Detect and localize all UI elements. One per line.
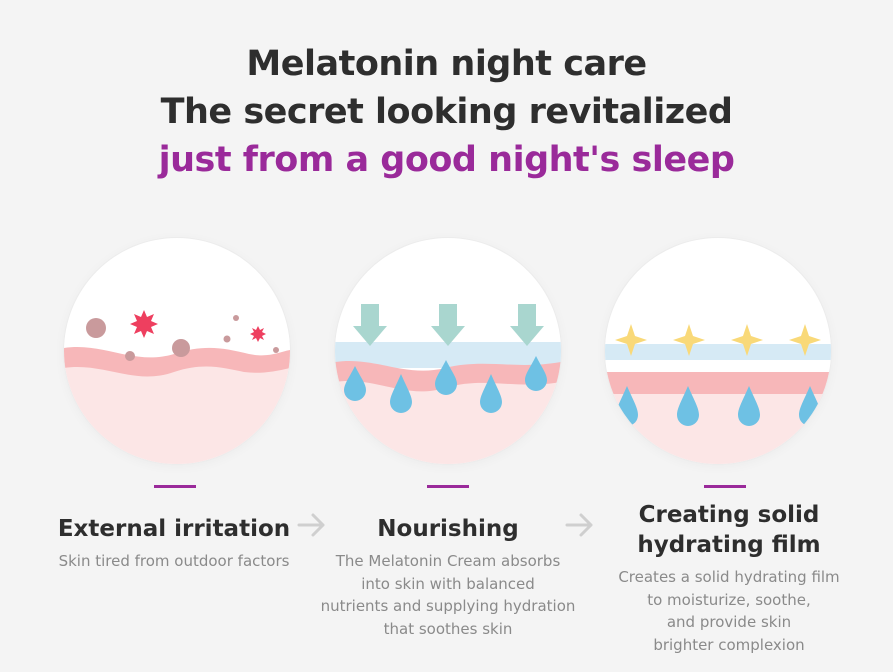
step-2-title: Nourishing <box>377 516 519 542</box>
water-drop-icon <box>738 386 760 426</box>
dust-particle <box>125 351 135 361</box>
step-3-title: Creating solid hydrating film <box>637 502 821 558</box>
hydrating-film <box>605 344 831 360</box>
sparkle-icon <box>615 324 647 356</box>
water-drop-icon <box>525 356 547 391</box>
irritant-burst-icon <box>250 326 266 342</box>
nourishing-skin-illustration <box>335 238 561 464</box>
sparkle-icon <box>673 324 705 356</box>
sparkle-icon <box>789 324 821 356</box>
right-arrow-icon <box>565 513 593 537</box>
absorb-arrow-icon <box>353 304 387 346</box>
headline-line-3: just from a good night's sleep <box>158 140 735 180</box>
water-drop-icon <box>390 374 412 413</box>
dust-particle <box>273 347 279 353</box>
dust-particle <box>223 335 231 343</box>
step-1-divider <box>154 485 196 488</box>
dust-particle <box>172 339 190 357</box>
water-drop-icon <box>677 386 699 426</box>
step-3-divider <box>704 485 746 488</box>
step-2-divider <box>427 485 469 488</box>
step-2-description: The Melatonin Cream absorbs into skin wi… <box>320 552 576 638</box>
water-drop-icon <box>435 360 457 395</box>
headline: Melatonin night care The secret looking … <box>0 40 893 184</box>
skin-layer <box>605 372 831 394</box>
irritant-burst-icon <box>130 310 158 338</box>
skin-layer <box>64 347 290 377</box>
absorb-arrow-icon <box>510 304 544 346</box>
step-3-description: Creates a solid hydrating film to moistu… <box>618 568 840 654</box>
absorb-arrow-icon <box>431 304 465 346</box>
dust-particle <box>86 318 106 338</box>
skin-base <box>64 358 290 464</box>
water-drop-icon <box>344 366 366 401</box>
step-1-title: External irritation <box>57 516 291 542</box>
dust-particle <box>233 315 239 321</box>
headline-line-2: The secret looking revitalized <box>160 92 733 132</box>
irritated-skin-illustration <box>64 238 290 464</box>
hydrating-film-illustration <box>605 238 831 464</box>
water-drop-icon <box>480 374 502 413</box>
step-1-description: Skin tired from outdoor factors <box>58 552 290 570</box>
headline-line-1: Melatonin night care <box>246 44 647 84</box>
skin-base <box>605 394 831 464</box>
sparkle-icon <box>731 324 763 356</box>
right-arrow-icon <box>297 513 325 537</box>
